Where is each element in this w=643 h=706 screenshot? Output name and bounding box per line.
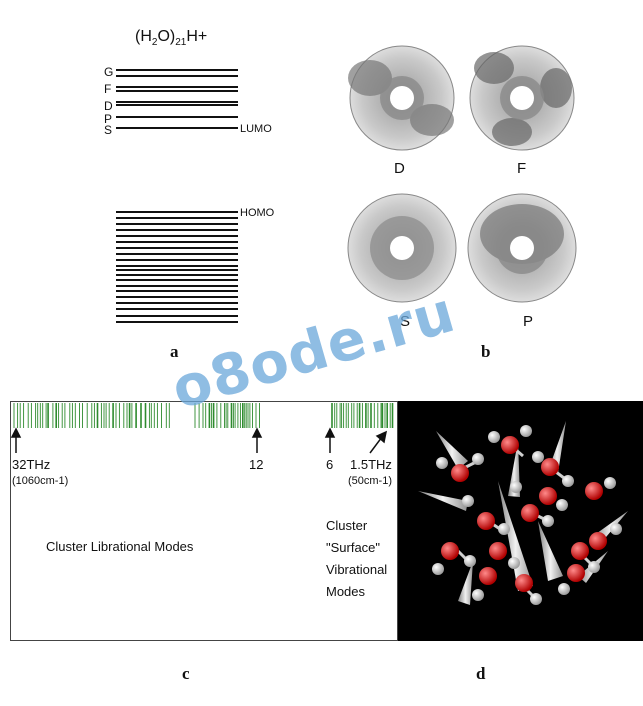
caption-b: b [481,342,491,361]
mode-spectrum [10,403,394,454]
panel-d-frame [398,401,643,641]
tick-6: 6 [326,457,334,472]
level-p-label: P [104,112,113,126]
arrow-6-head [324,427,336,438]
oxygen-atoms [441,436,607,592]
tick-1-5thz-sub: (50cm-1) [348,475,393,487]
tick-32thz-sub: (1060cm-1) [12,475,69,487]
orbital-d-image [348,45,455,151]
orbital-f-label: F [517,160,527,177]
hydrogen-atoms [432,425,622,605]
panel-a-title: (H2O)21H+ [135,28,208,49]
orbital-p-image [467,193,577,303]
tick-32thz: 32THz [12,457,51,472]
level-g-label: G [104,65,114,79]
level-s-label: S [104,123,113,137]
surface-modes-line-2: "Surface" [326,540,381,555]
panel-c-frame [10,401,398,641]
level-d-label: D [104,99,113,113]
orbital-s-label: S [400,313,411,330]
arrow-32thz-head [10,427,22,438]
surface-modes-line-3: Vibrational [326,562,388,577]
caption-c: c [182,664,190,683]
homo-label: HOMO [240,207,275,219]
orbital-s-image [347,193,457,303]
cluster-structure [418,421,628,605]
mode-lines [13,403,394,428]
orbital-d-label: D [394,160,405,177]
level-f-label: F [104,82,112,96]
librational-modes-label: Cluster Librational Modes [46,539,194,554]
arrow-1-5thz [369,436,383,454]
orbital-f-image [469,45,575,151]
arrow-1-5thz-head [375,430,388,444]
caption-d: d [476,664,486,683]
lumo-label: LUMO [240,123,272,135]
surface-modes-line-1: Cluster [326,518,368,533]
caption-a: a [170,342,179,361]
tick-1-5thz: 1.5THz [350,457,392,472]
surface-modes-label: Cluster "Surface" Vibrational Modes [326,515,387,603]
arrow-12-head [251,427,263,438]
tick-12: 12 [249,457,264,472]
orbital-images [347,45,577,303]
orbital-p-label: P [523,313,534,330]
surface-modes-line-4: Modes [326,584,366,599]
